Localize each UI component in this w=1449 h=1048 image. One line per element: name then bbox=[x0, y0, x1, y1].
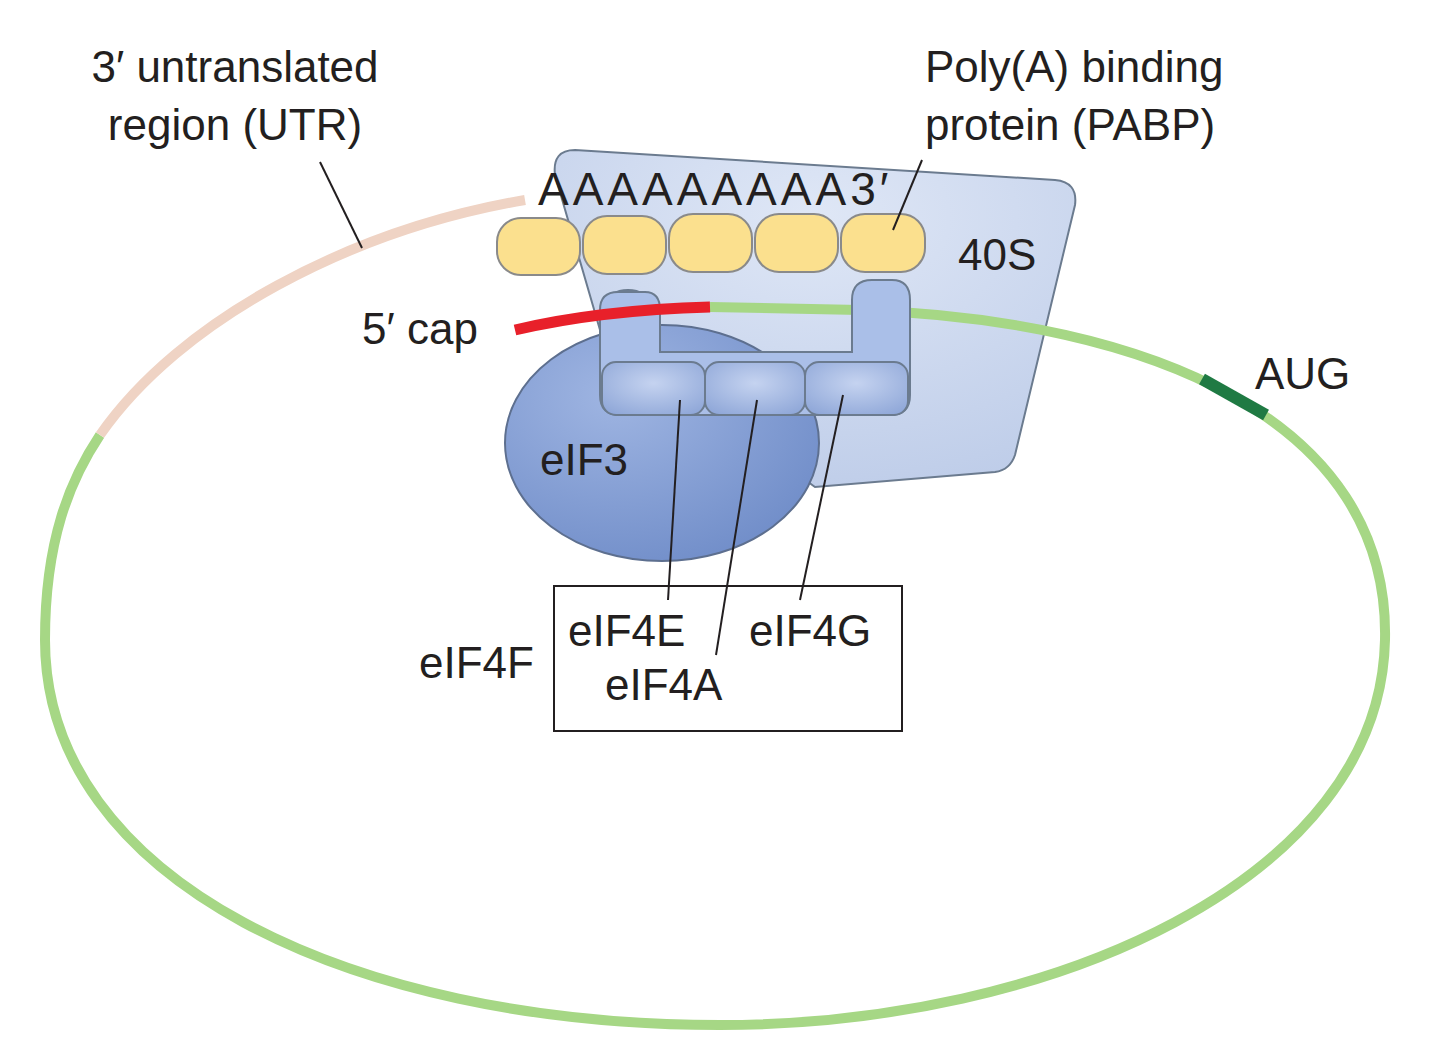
eif4a-lobe bbox=[705, 362, 805, 415]
cap-label: 5′ cap bbox=[362, 307, 478, 351]
node-text: eIF4A bbox=[605, 663, 722, 707]
leader-line bbox=[893, 160, 922, 230]
eif4g-lobe bbox=[805, 362, 908, 415]
pabp-unit bbox=[841, 214, 925, 272]
protein-label: Poly(A) binding protein (PABP) bbox=[925, 38, 1275, 154]
mrna-coding-strand bbox=[45, 307, 1385, 1025]
pabp-unit bbox=[497, 218, 580, 275]
codon-label: AUG bbox=[1255, 352, 1350, 396]
pabp-unit bbox=[755, 214, 838, 272]
eif4g-scaffold bbox=[600, 280, 910, 415]
polya-tail-label: AAAAAAAAA3′ bbox=[538, 166, 892, 212]
leader-line bbox=[668, 400, 680, 600]
eif4f-label-box: eIF4FeIF4EeIF4AeIF4G bbox=[553, 585, 903, 732]
five-prime-cap-segment bbox=[515, 307, 710, 330]
eif4e-lobe bbox=[602, 362, 705, 415]
mrna-3utr-strand bbox=[100, 200, 525, 435]
eif4e-cap-knob bbox=[606, 290, 650, 318]
pabp-unit bbox=[583, 216, 666, 274]
leader-line bbox=[716, 400, 757, 655]
node-text: 40S bbox=[958, 233, 1036, 277]
leader-line bbox=[800, 395, 843, 600]
node-text: eIF4F bbox=[419, 641, 534, 685]
eif3-circle: eIF3 bbox=[502, 322, 822, 564]
node-text: eIF4E bbox=[568, 609, 685, 653]
node-outline-shape bbox=[505, 325, 819, 561]
node-text: eIF3 bbox=[540, 438, 628, 482]
node-text: eIF4G bbox=[749, 609, 871, 653]
region-label: 3′ untranslated region (UTR) bbox=[50, 38, 420, 154]
leader-line bbox=[320, 162, 362, 248]
pabp-unit bbox=[669, 214, 752, 272]
